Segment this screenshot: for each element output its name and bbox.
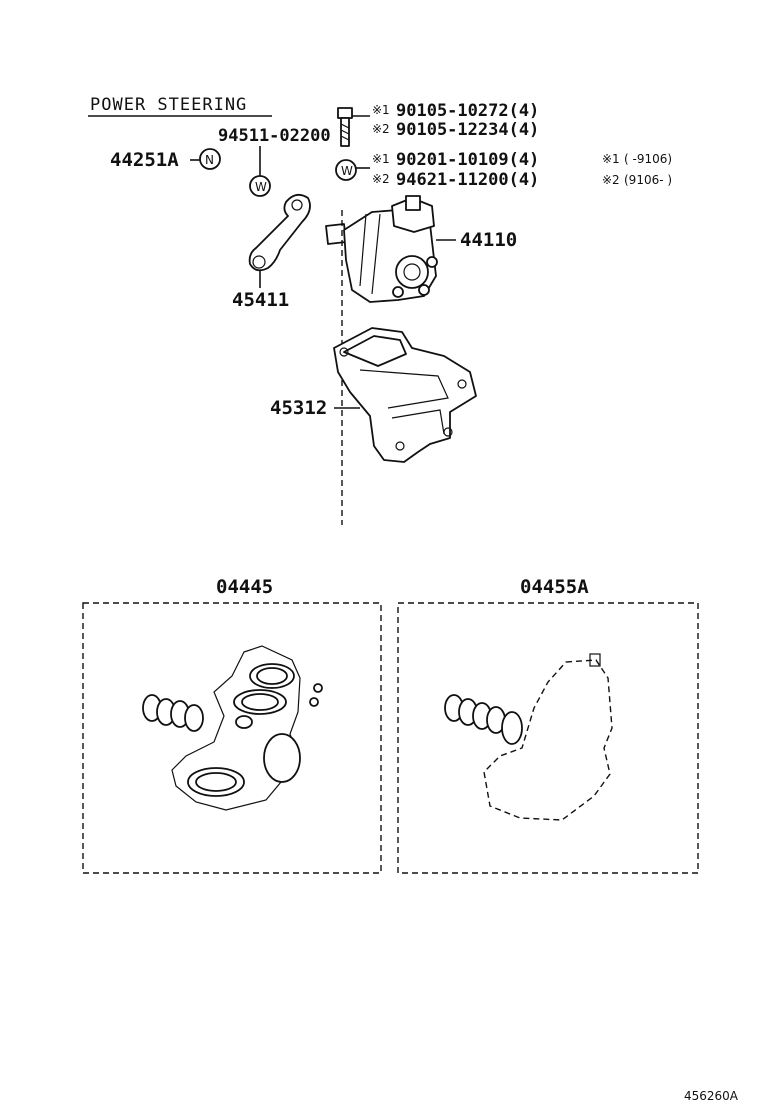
label-04455a[interactable]: 04455A: [520, 576, 589, 598]
bolt-mark-2: ※2: [372, 122, 390, 136]
kit-04445-box: [82, 602, 382, 874]
note-mark-2: ※2: [602, 173, 620, 187]
steering-gear-44110[interactable]: [325, 195, 438, 303]
note-range-2: (9106- ): [624, 173, 672, 187]
bolt-icon: [337, 107, 353, 147]
pitman-arm-45411[interactable]: [248, 193, 311, 272]
label-04445[interactable]: 04445: [216, 576, 273, 598]
washer-icon: W: [249, 175, 271, 197]
svg-text:W: W: [341, 164, 353, 178]
washer-icon-2: W: [335, 159, 357, 181]
label-44251a[interactable]: 44251A: [110, 149, 179, 171]
label-washer-2[interactable]: 94621-11200(4): [396, 170, 539, 190]
note-range-1: ( -9106): [624, 152, 672, 166]
kit-04455a-box: [397, 602, 699, 874]
label-44110[interactable]: 44110: [460, 229, 517, 251]
bracket-45312[interactable]: [333, 327, 477, 463]
label-washer-1[interactable]: 90201-10109(4): [396, 150, 539, 170]
label-bolt-2[interactable]: 90105-12234(4): [396, 120, 539, 140]
washer-mark-2: ※2: [372, 172, 390, 186]
label-45312[interactable]: 45312: [270, 397, 327, 419]
nut-icon: N: [199, 148, 221, 170]
label-94511-02200[interactable]: 94511-02200: [218, 126, 331, 146]
note-mark-1: ※1: [602, 152, 620, 166]
figure-id: 456260A: [684, 1089, 739, 1103]
seal-kit-04445[interactable]: [142, 645, 323, 811]
label-bolt-1[interactable]: 90105-10272(4): [396, 101, 539, 121]
diagram-title: POWER STEERING: [90, 95, 247, 115]
washer-mark-1: ※1: [372, 152, 390, 166]
bolt-mark-1: ※1: [372, 103, 390, 117]
svg-text:N: N: [205, 153, 214, 167]
label-45411[interactable]: 45411: [232, 289, 289, 311]
svg-text:W: W: [255, 180, 267, 194]
seal-kit-04455a[interactable]: [444, 653, 613, 821]
